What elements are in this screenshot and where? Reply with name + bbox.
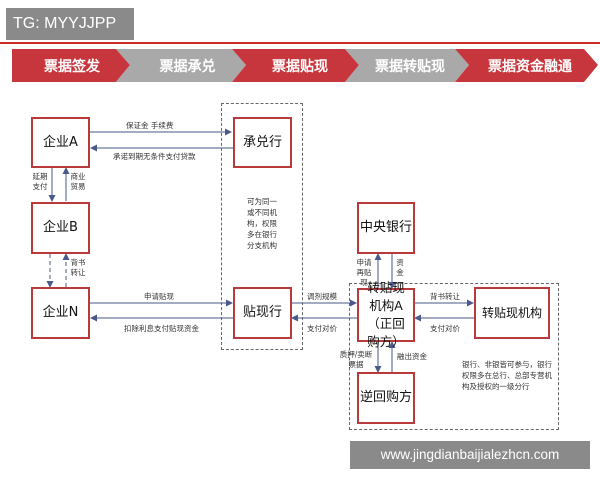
- step-3-label: 票据贴现: [272, 59, 328, 75]
- node-reverse-repo: 逆回购方: [357, 372, 415, 424]
- chevron-shape-1: [12, 49, 130, 82]
- step-1: 票据签发: [22, 48, 122, 84]
- step-3: 票据贴现: [250, 48, 350, 84]
- label-adjust-scale: 调剂规模: [307, 292, 337, 301]
- step-4-label: 票据转贴现: [375, 59, 445, 75]
- chevron-shape-5: [455, 49, 598, 82]
- label-apply-discount: 申请贴现: [144, 292, 174, 301]
- step-4: 票据转贴现: [360, 48, 460, 84]
- rediscount-region: [349, 283, 559, 430]
- watermark-url: www.jingdianbaijialezhcn.com: [350, 441, 590, 469]
- step-5: 票据资金融通: [470, 48, 590, 84]
- label-deduct-interest: 扣除利息支付贴现资金: [124, 324, 199, 333]
- node-rediscount-a: 转贴现机构A（正回购方）: [357, 280, 415, 349]
- label-endorse-transfer-2: 背书转让: [430, 292, 460, 301]
- step-5-label: 票据资金融通: [488, 59, 572, 75]
- label-funds: 资金: [396, 258, 404, 277]
- node-enterprise-b: 企业B: [31, 202, 90, 254]
- acceptor-region: [221, 103, 303, 350]
- tg-tag: TG: MYYJJPP: [6, 8, 134, 40]
- node-enterprise-n: 企业N: [31, 287, 90, 339]
- chevron-shape-4: [345, 49, 469, 82]
- label-acceptor-note: 可为同一或不同机构，权限多在银行分支机构: [247, 197, 277, 250]
- node-rediscount: 转贴现机构: [474, 287, 550, 339]
- label-pay-price-2: 支付对价: [430, 324, 460, 333]
- node-acceptor: 承兑行: [233, 117, 292, 168]
- top-divider: [0, 42, 600, 44]
- process-chevrons: [12, 49, 598, 82]
- node-discount-bank: 贴现行: [233, 287, 292, 339]
- node-central-bank: 中央银行: [357, 202, 415, 254]
- label-pay-on-maturity: 承诺到期无条件支付贷款: [113, 152, 196, 161]
- label-trade: 商业贸易: [70, 172, 86, 191]
- label-deposit-fee: 保证金 手续费: [126, 121, 174, 130]
- label-apply-rediscount: 申请再贴现: [356, 258, 372, 287]
- step-2: 票据承兑: [135, 48, 240, 84]
- label-pay-price-1: 支付对价: [307, 324, 337, 333]
- label-pledge-sell: 质押/卖断票据: [339, 350, 373, 369]
- label-endorse-transfer-1: 背书转让: [70, 258, 86, 277]
- chevron-shape-2: [116, 49, 246, 82]
- label-extend-pay: 延期支付: [32, 172, 48, 191]
- label-bank-note: 银行、非银皆可参与，银行权限多在总行、总部专营机构及授权的一级分行: [462, 360, 552, 391]
- step-1-label: 票据签发: [44, 59, 100, 75]
- chevron-shape-3: [232, 49, 359, 82]
- node-enterprise-a: 企业A: [31, 117, 90, 168]
- label-financing: 融出资金: [397, 352, 427, 361]
- step-2-label: 票据承兑: [159, 59, 216, 75]
